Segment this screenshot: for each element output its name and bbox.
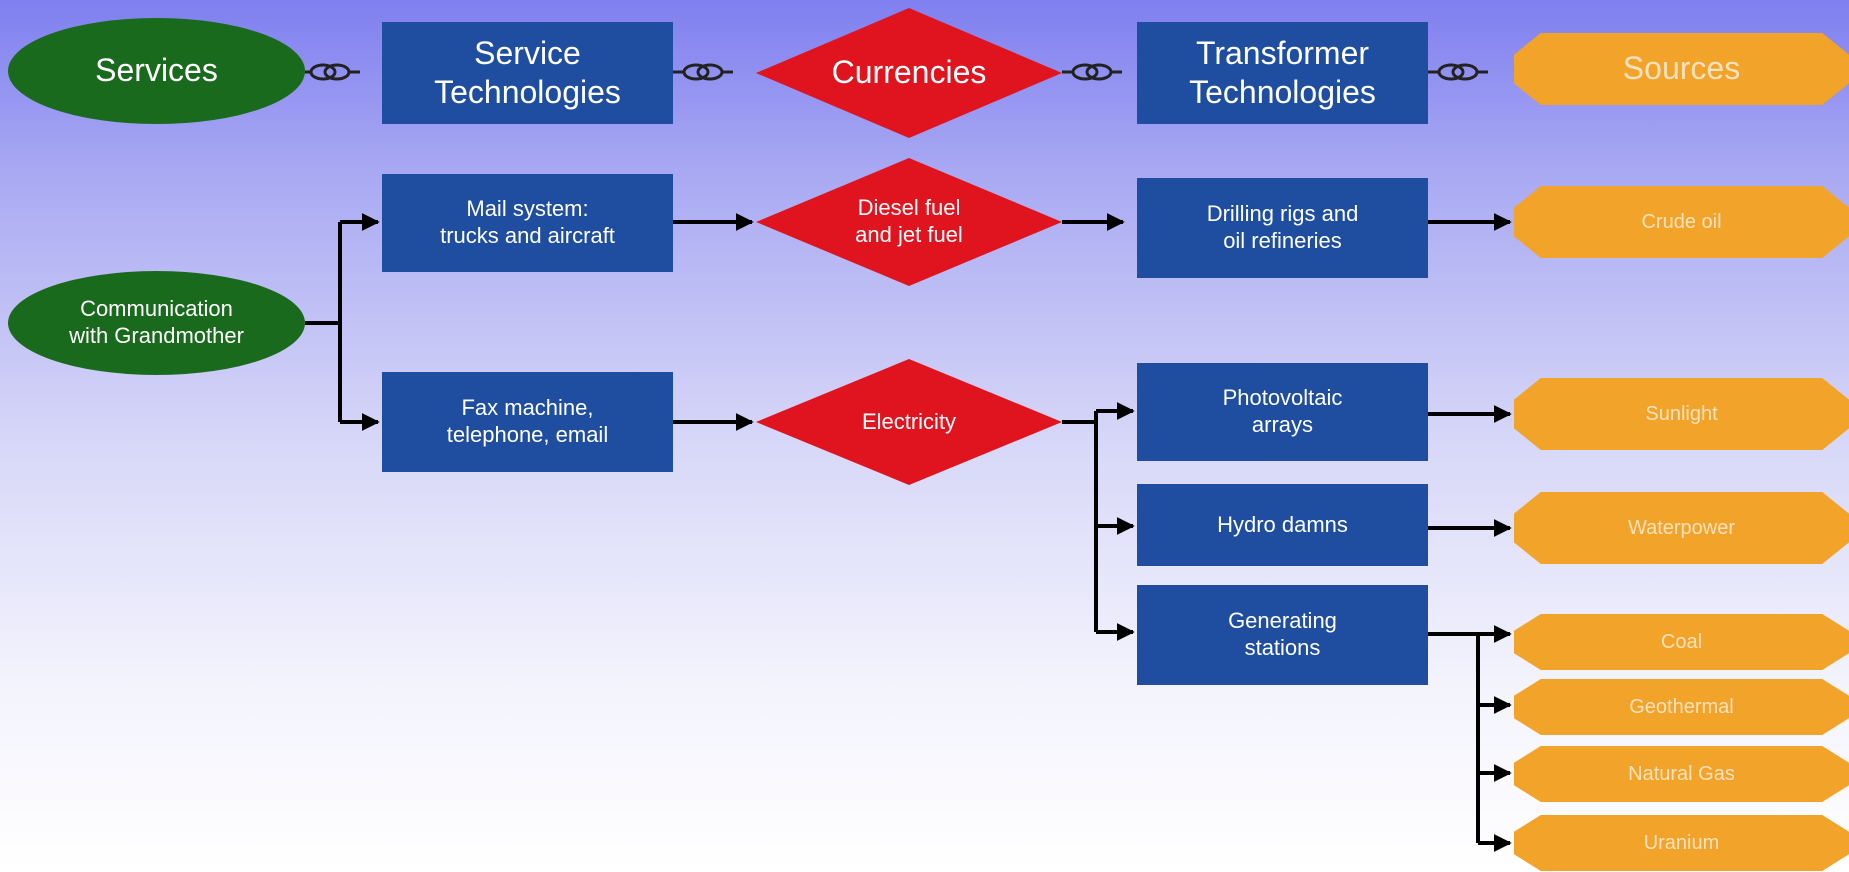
transformer-hydro-damns: Hydro damns <box>1137 484 1428 566</box>
transformer-generating-stations: Generating stations <box>1137 585 1428 685</box>
source-uranium: Uranium <box>1514 815 1849 871</box>
chain-link-icon <box>673 63 733 81</box>
chain-link-icon <box>1428 63 1488 81</box>
source-sunlight: Sunlight <box>1514 378 1849 450</box>
header-transformer-technologies: Transformer Technologies <box>1137 22 1428 124</box>
source-natural-gas: Natural Gas <box>1514 746 1849 802</box>
tech-fax-machine: Fax machine, telephone, email <box>382 372 673 472</box>
header-sources: Sources <box>1514 33 1849 105</box>
transformer-drilling-rigs: Drilling rigs and oil refineries <box>1137 178 1428 278</box>
branch-generating <box>1428 632 1480 843</box>
service-communication: Communication with Grandmother <box>8 271 305 375</box>
header-service-technologies: Service Technologies <box>382 22 673 124</box>
tech-mail-system: Mail system: trucks and aircraft <box>382 174 673 272</box>
source-geothermal: Geothermal <box>1514 679 1849 735</box>
chain-link-icon <box>1062 63 1122 81</box>
branch-electricity <box>1062 411 1098 632</box>
source-waterpower: Waterpower <box>1514 492 1849 564</box>
transformer-photovoltaic: Photovoltaic arrays <box>1137 363 1428 461</box>
chain-link-icon <box>300 63 360 81</box>
header-services: Services <box>8 18 305 124</box>
source-crude-oil: Crude oil <box>1514 186 1849 258</box>
source-coal: Coal <box>1514 614 1849 670</box>
branch-communication <box>305 222 342 422</box>
